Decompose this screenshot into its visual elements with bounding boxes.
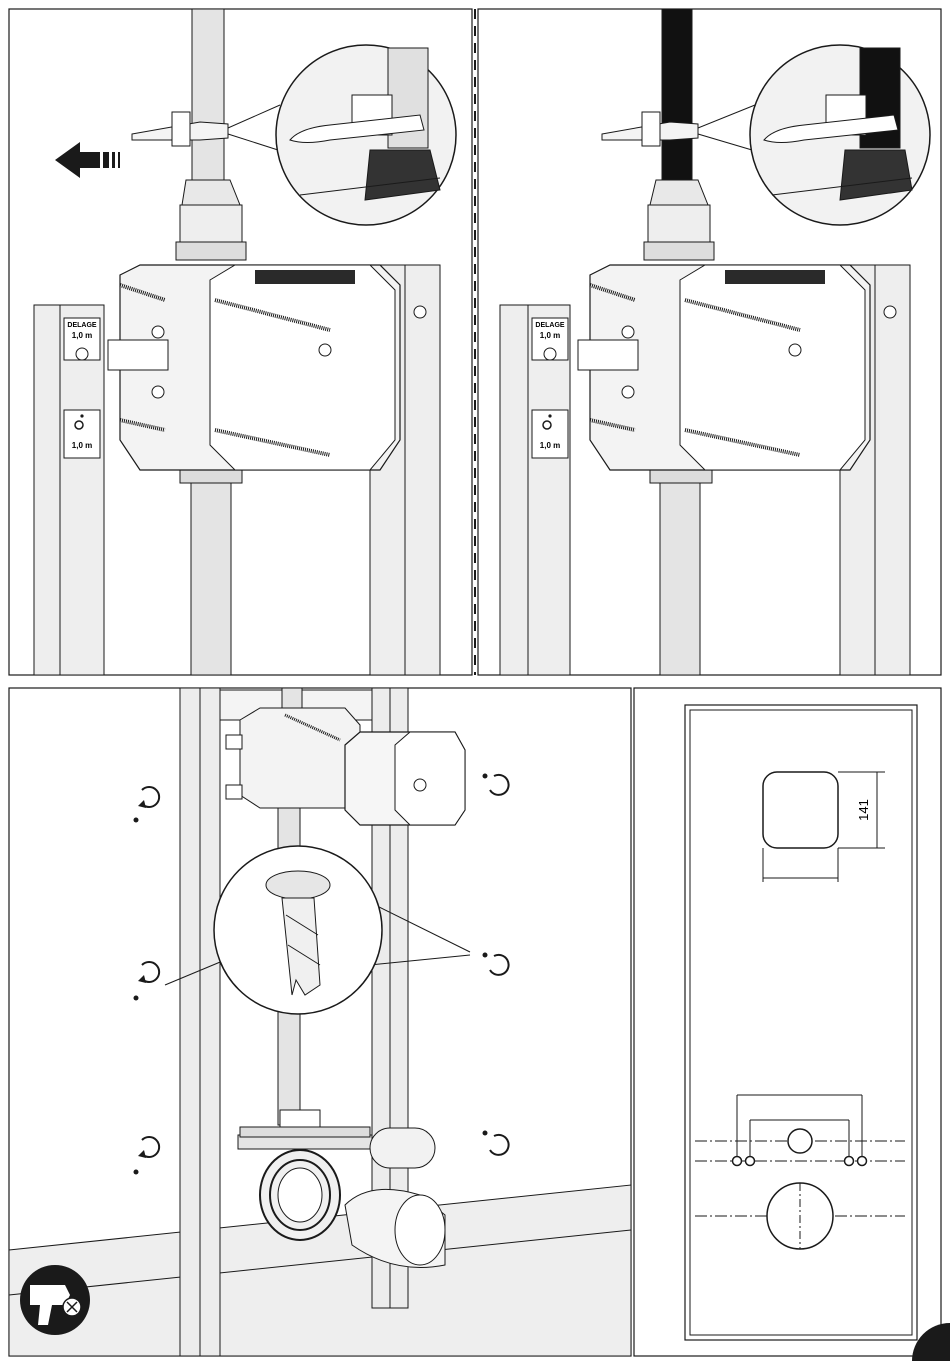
detail-callout-cable-tie xyxy=(276,45,456,225)
valve-box-right xyxy=(578,265,870,470)
drain-pipe-stub xyxy=(370,1128,435,1168)
supply-pipe xyxy=(192,9,224,189)
height-lower-label-right: 1,0 m xyxy=(540,441,560,450)
drill-prohibited-icon xyxy=(20,1265,90,1335)
marking-label-right: DELAGE xyxy=(535,322,565,329)
cutout-outline xyxy=(763,772,838,848)
panel-top-left: DELAGE 1,0 m 1,0 m xyxy=(9,9,472,675)
panel-bottom-right: 141 xyxy=(634,688,950,1361)
supply-hole xyxy=(788,1129,812,1153)
height-upper-label: 1,0 m xyxy=(72,331,92,340)
height-upper-label-right: 1,0 m xyxy=(540,331,560,340)
height-lower-label: 1,0 m xyxy=(72,441,92,450)
marking-label: DELAGE xyxy=(67,322,97,329)
dimension-vertical: 141 xyxy=(856,799,871,821)
panel-bottom-left xyxy=(9,688,631,1356)
drain-pipe xyxy=(191,465,231,675)
detail-callout-screw xyxy=(214,846,382,1014)
dark-hose xyxy=(662,9,692,189)
valve-box xyxy=(108,265,400,470)
panel-top-right: DELAGE 1,0 m 1,0 m xyxy=(478,9,941,675)
detail-callout-hose xyxy=(750,45,930,225)
